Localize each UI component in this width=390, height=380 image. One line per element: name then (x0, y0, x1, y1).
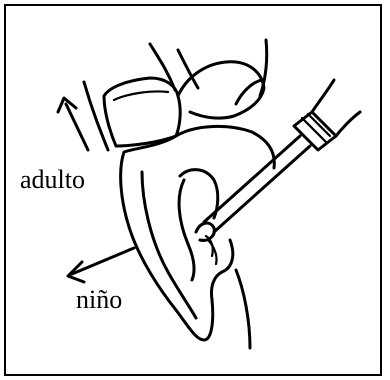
adult-direction-label: adulto (20, 167, 85, 193)
arrow-up-left-icon (58, 98, 88, 150)
arrow-down-left-icon (68, 248, 134, 282)
otoscope-illustration (196, 80, 360, 264)
ear-illustration (121, 126, 275, 348)
child-direction-label: niño (76, 287, 122, 313)
hand-illustration (84, 40, 267, 150)
